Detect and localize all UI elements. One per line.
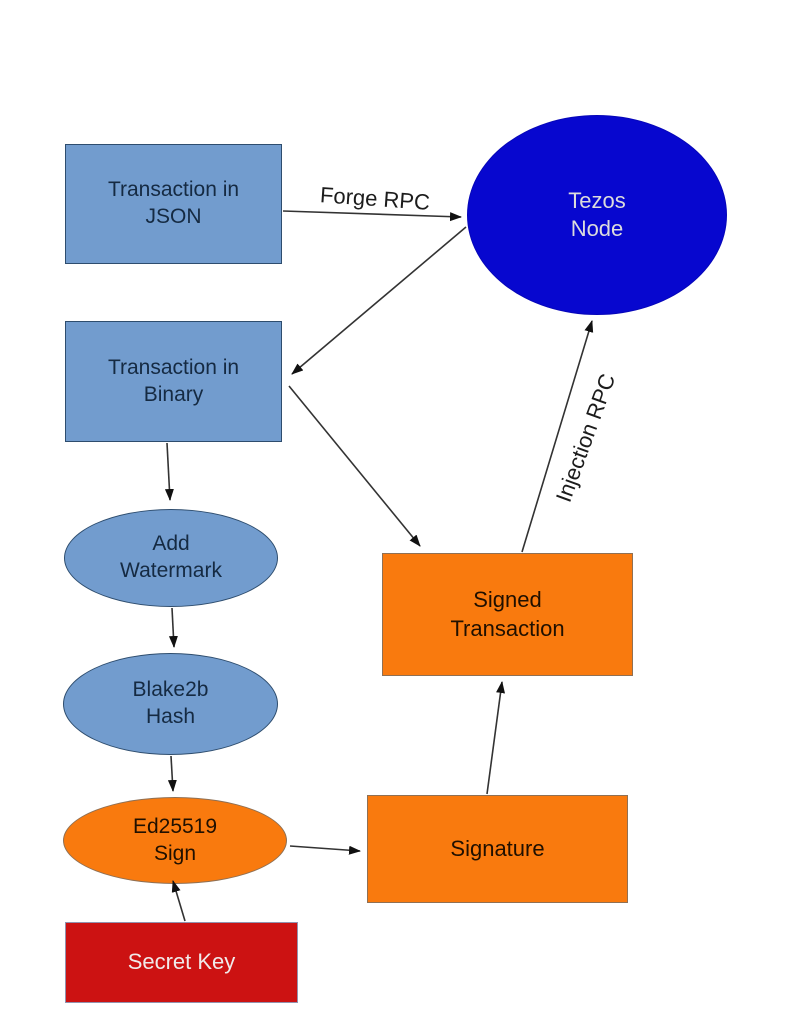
node-blake2b-hash: Blake2b Hash [63,653,278,755]
edge-add-watermark-to-blake2b [168,607,178,648]
node-signature: Signature [367,795,628,903]
edge-signature-to-signed-transaction [486,681,505,795]
forge-rpc-label: Forge RPC [319,182,431,215]
edge-secret-key-to-ed25519 [171,880,186,922]
injection-rpc-label: Injection RPC [550,370,621,506]
node-ed25519-sign: Ed25519 Sign [63,797,287,884]
edge-ed25519-to-signature [289,845,361,855]
node-signed-transaction: Signed Transaction [382,553,633,676]
node-tezos-node: Tezos Node [467,115,727,315]
node-transaction-in-binary: Transaction in Binary [65,321,282,442]
edge-binary-to-signed-transaction [288,385,421,547]
node-transaction-in-json: Transaction in JSON [65,144,282,264]
node-secret-key: Secret Key [65,922,298,1003]
node-add-watermark: Add Watermark [64,509,278,607]
edge-tezos-to-binary [291,226,467,375]
edge-blake2b-to-ed25519 [167,755,177,792]
edge-binary-to-add-watermark [164,442,174,501]
